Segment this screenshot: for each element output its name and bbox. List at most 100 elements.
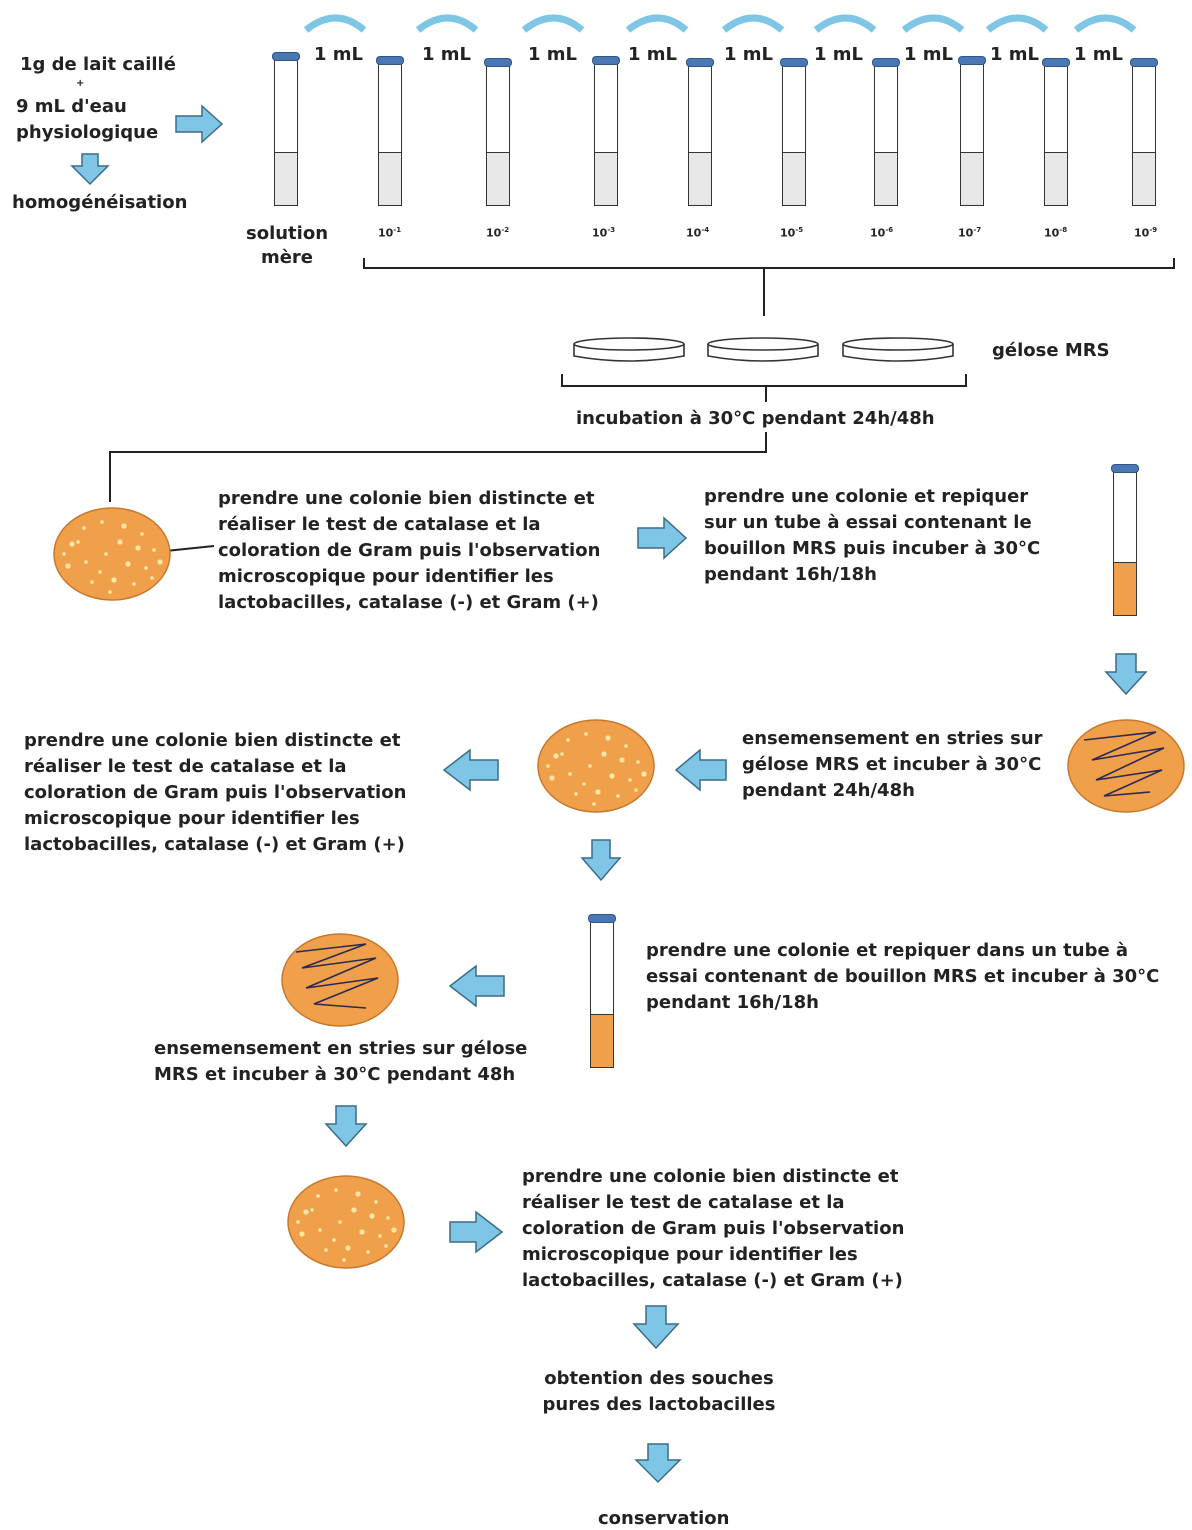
streak-text-2: ensemensement en stries sur gélose MRS e…	[154, 1038, 528, 1085]
tube-liquid	[689, 152, 711, 205]
curved-arrow-icon	[303, 14, 367, 33]
arrow-left-icon	[442, 748, 499, 792]
colony-dot	[549, 775, 555, 781]
transfer-volume-label: 1 mL	[314, 44, 364, 65]
dilution-tube	[958, 56, 986, 206]
arrow-down-icon	[634, 1443, 682, 1484]
colony-plate	[537, 719, 655, 813]
dilution-factor-label: 10-9	[1134, 226, 1158, 240]
tube-liquid	[1133, 152, 1155, 205]
tube-cap	[958, 56, 986, 65]
tube-liquid	[961, 152, 983, 205]
colony-dot	[384, 1244, 388, 1248]
tube-liquid	[595, 152, 617, 205]
arrow-down-icon	[632, 1305, 680, 1350]
tube-cap	[1111, 464, 1139, 473]
dilution-factor-label: 10-4	[686, 226, 710, 240]
colony-dot	[108, 590, 112, 594]
pure-strains-label: obtention des souches pures des lactobac…	[542, 1368, 776, 1415]
curved-arrow-icon	[721, 14, 785, 33]
dilution-tube	[780, 58, 808, 206]
colony-dot	[369, 1213, 375, 1219]
colony-dot	[636, 760, 640, 764]
start-line-2: 9 mL d'eau	[16, 96, 127, 117]
agar-label: gélose MRS	[992, 340, 1110, 361]
colony-dot	[316, 1194, 320, 1198]
broth-liquid	[1114, 562, 1136, 615]
dilution-tube	[686, 58, 714, 206]
tube-cap	[588, 914, 616, 923]
colony-dot	[574, 792, 578, 796]
start-line-3: physiologique	[16, 122, 159, 143]
subculture-text-2: prendre une colonie et repiquer dans un …	[646, 940, 1160, 1013]
curved-arrow-icon	[901, 14, 965, 33]
incubation-label: incubation à 30°C pendant 24h/48h	[576, 408, 935, 429]
dilution-tube	[1042, 58, 1070, 206]
dilution-factor-label: 10-2	[486, 226, 510, 240]
colony-dot	[82, 526, 86, 530]
colony-dot	[588, 764, 592, 768]
tube-cap	[376, 56, 404, 65]
dilution-tube	[592, 56, 620, 206]
bracket-plates	[561, 374, 967, 387]
colony-dot	[157, 559, 163, 565]
transfer-volume-label: 1 mL	[814, 44, 864, 65]
colony-dot	[595, 789, 601, 795]
broth-tube	[588, 914, 616, 1068]
dilution-factor-label: 10-1	[378, 226, 402, 240]
colony-dot	[546, 764, 550, 768]
colony-dot	[104, 552, 108, 556]
identify-text-2: prendre une colonie bien distincte et ré…	[24, 730, 407, 855]
colony-dot	[150, 576, 154, 580]
colony-dot	[355, 1191, 361, 1197]
colony-dot	[98, 570, 102, 574]
colony-dot	[391, 1227, 397, 1233]
colony-dot	[324, 1248, 328, 1252]
colony-dot	[628, 778, 632, 782]
colony-dot	[566, 738, 570, 742]
colony-dot	[125, 561, 131, 567]
petri-dish-lid	[842, 337, 954, 351]
tube-cap	[484, 58, 512, 67]
colony-plate	[287, 1175, 405, 1269]
conservation-label: conservation	[598, 1508, 730, 1529]
dilution-tube	[484, 58, 512, 206]
arrow-right-icon	[637, 516, 688, 560]
colony-dot	[351, 1207, 357, 1213]
transfer-volume-label: 1 mL	[1074, 44, 1124, 65]
streak-plates	[281, 719, 1185, 1027]
colony-dot	[601, 751, 607, 757]
colony-dot	[641, 771, 647, 777]
dilution-tube	[1130, 58, 1158, 206]
streak-plate	[281, 933, 399, 1027]
arrow-down-icon	[580, 839, 622, 882]
colony-dot	[140, 532, 144, 536]
tube-liquid	[783, 152, 805, 205]
mother-solution-tube	[272, 52, 300, 206]
colony-dot	[296, 1220, 300, 1224]
colony-dot	[310, 1208, 314, 1212]
transfer-volume-label: 1 mL	[990, 44, 1040, 65]
colony-dot	[609, 773, 615, 779]
colony-dot	[121, 523, 127, 529]
curved-arrow-icon	[521, 14, 585, 33]
transfer-volume-label: 1 mL	[904, 44, 954, 65]
dilution-factor-label: 10-8	[1044, 226, 1068, 240]
colony-dot	[299, 1231, 305, 1237]
colony-dot	[616, 794, 620, 798]
identify-text-1: prendre une colonie bien distincte et ré…	[218, 488, 601, 613]
agar-plates	[573, 337, 954, 362]
colony-dot	[90, 580, 94, 584]
colony-dot	[560, 752, 564, 756]
transfer-volume-label: 1 mL	[724, 44, 774, 65]
colony-dot	[100, 520, 104, 524]
colony-dot	[619, 757, 625, 763]
colony-dot	[568, 772, 572, 776]
tube-liquid	[379, 152, 401, 205]
colony-dot	[152, 548, 156, 552]
colony-dot	[624, 744, 628, 748]
arrow-down-icon	[324, 1105, 368, 1148]
connector-line	[109, 432, 767, 502]
broth-tube	[1111, 464, 1139, 616]
